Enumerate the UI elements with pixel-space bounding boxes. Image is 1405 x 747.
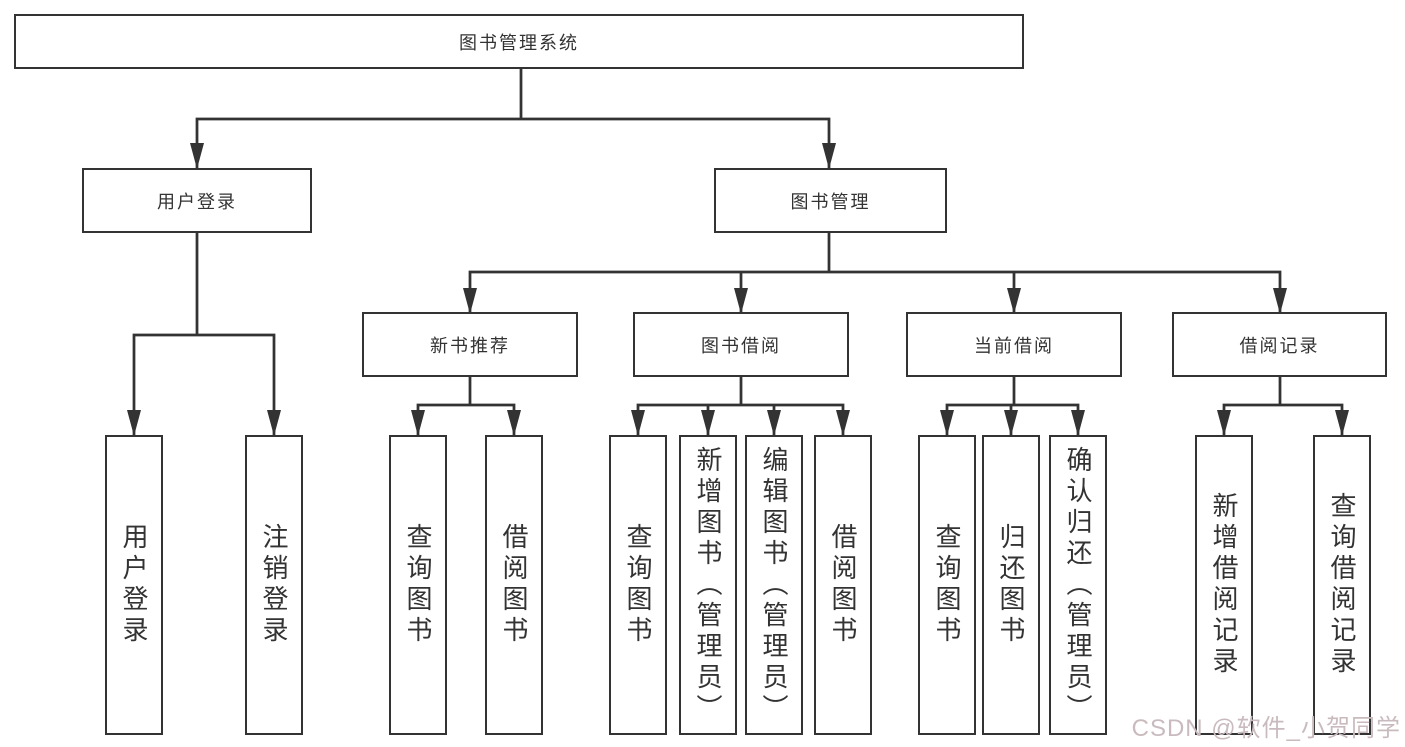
leaf-br-query-record-label: 查询借阅记录 [1327,492,1357,678]
leaf-cb-return-book: 归还图书 [982,435,1040,735]
leaf-bb-add-book-admin: 新增图书（管理员） [679,435,737,735]
node-borrow-records: 借阅记录 [1172,312,1387,377]
leaf-bb-add-book-admin-label: 新增图书（管理员） [693,445,723,725]
leaf-nb-borrow-book-label: 借阅图书 [499,523,529,647]
node-borrow-records-label: 借阅记录 [1239,335,1320,356]
arrow-heads [127,143,1349,436]
node-current-borrow-label: 当前借阅 [974,335,1054,356]
node-book-borrow-label: 图书借阅 [701,335,781,356]
leaf-user-login: 用户登录 [105,435,163,735]
leaf-nb-query-book-label: 查询图书 [403,523,433,647]
node-current-borrow: 当前借阅 [906,312,1122,377]
leaf-bb-edit-book-admin-label: 编辑图书（管理员） [759,445,789,725]
node-book-borrow: 图书借阅 [633,312,849,377]
leaf-cb-confirm-return-admin-label: 确认归还（管理员） [1063,445,1093,725]
leaf-bb-borrow-book-label: 借阅图书 [828,523,858,647]
leaf-logout-label: 注销登录 [259,523,289,647]
node-user-login: 用户登录 [82,168,312,233]
leaf-logout: 注销登录 [245,435,303,735]
leaf-user-login-label: 用户登录 [119,523,149,647]
leaf-cb-confirm-return-admin: 确认归还（管理员） [1049,435,1107,735]
leaf-br-add-record-label: 新增借阅记录 [1209,492,1239,678]
node-root: 图书管理系统 [14,14,1024,69]
node-book-management: 图书管理 [714,168,947,233]
node-book-management-label: 图书管理 [790,191,871,212]
leaf-nb-borrow-book: 借阅图书 [485,435,543,735]
leaf-nb-query-book: 查询图书 [389,435,447,735]
leaf-bb-edit-book-admin: 编辑图书（管理员） [745,435,803,735]
leaf-bb-borrow-book: 借阅图书 [814,435,872,735]
leaf-bb-query-book-label: 查询图书 [623,523,653,647]
leaf-cb-return-book-label: 归还图书 [996,523,1026,647]
leaf-br-add-record: 新增借阅记录 [1195,435,1253,735]
leaf-bb-query-book: 查询图书 [609,435,667,735]
leaf-br-query-record: 查询借阅记录 [1313,435,1371,735]
node-new-book-recommend: 新书推荐 [362,312,578,377]
leaf-cb-query-book: 查询图书 [918,435,976,735]
watermark-text: CSDN @软件_小贺同学 [1131,715,1401,742]
node-new-book-recommend-label: 新书推荐 [430,335,510,356]
leaf-cb-query-book-label: 查询图书 [932,523,962,647]
node-user-login-label: 用户登录 [157,191,237,212]
node-root-label: 图书管理系统 [459,32,579,53]
